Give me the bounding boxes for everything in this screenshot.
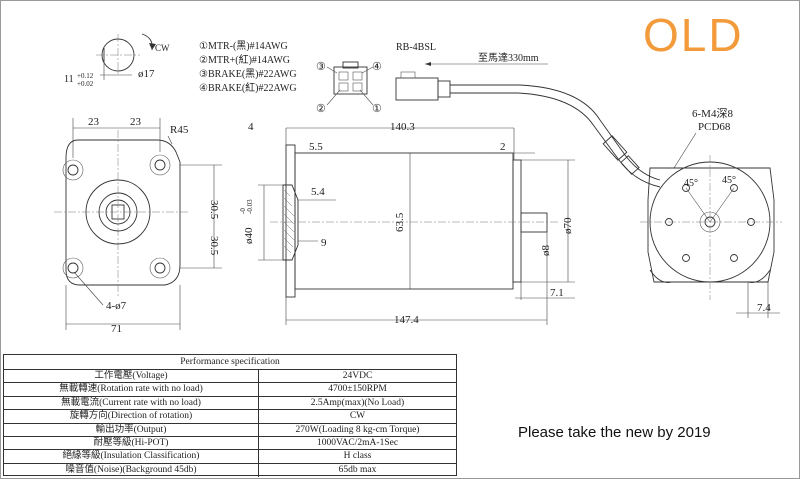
spec-value: 1000VAC/2mA-1Sec [316,437,399,448]
pilot-tol-lower: -0.03 [246,199,254,214]
wire-1: ①MTR-(黑)#14AWG [199,40,288,52]
spec-label: 輸出功率(Output) [4,423,259,436]
spec-label: 旋轉方向(Direction of rotation) [4,410,259,423]
spec-title: Performance specification [4,355,456,370]
spec-row: 噪音值(Noise)(Background 45db) 65db max [4,463,456,478]
body-dia: 63.5 [394,212,406,232]
shaft-tol-lower: +0.02 [77,80,94,88]
spec-label: 無載電流(Current rate with no load) [4,396,259,410]
spec-value: 24VDC [342,371,373,381]
connector-name: RB-4BSL [396,42,436,53]
spec-value: 65db max [338,464,377,475]
shaft-detail: CW ø17 11 +0.12 +0.02 [64,33,170,88]
front-view: 23 23 R45 30.5 30.5 4-ø7 71 [54,116,222,335]
spec-value: 2.5Amp(max)(No Load) [310,397,405,408]
spec-value: 4700±150RPM [328,384,387,395]
spec-row: 工作電壓(Voltage) 24VDC [4,370,456,384]
shaft-dia: ø8 [540,245,552,257]
holes-label: 4-ø7 [106,300,127,312]
radius-label: R45 [170,124,189,136]
end-dia: ø70 [562,217,574,234]
pin-4: ④ [372,61,382,73]
connector-pinout: ③ ④ ② ① [316,61,382,115]
spec-row: 輸出功率(Output) 270W(Loading 8 kg-cm Torque) [4,423,456,437]
rotation-label: CW [155,43,170,53]
pin-3: ③ [316,61,326,73]
angle-a: 45° [684,178,698,189]
wire-4: ④BRAKE(紅)#22AWG [199,82,297,94]
shaft-dia-label: ø17 [138,68,155,80]
wire-2: ②MTR+(紅)#14AWG [199,54,290,66]
side-view: 4 140.3 5.5 2 5.4 9 ø40 -0 -0.03 63.5 ø8… [239,121,575,326]
replacement-notice: Please take the new by 2019 [518,424,711,441]
dim-5-4: 5.4 [311,186,325,198]
pilot-dia: ø40 [243,227,255,244]
rear-holes: 6-M4深8 [692,107,733,120]
dim-23b: 23 [130,116,142,128]
dim-2: 2 [500,141,506,153]
spec-label: 絕緣等級(Insulation Classification) [4,450,259,463]
wiring-legend: ①MTR-(黑)#14AWG ②MTR+(紅)#14AWG ③BRAKE(黑)#… [199,40,297,94]
length-140: 140.3 [390,121,415,133]
width-label: 71 [111,323,122,335]
rear-pcd: PCD68 [698,121,731,133]
dim-30-5b: 30.5 [208,236,220,256]
spec-value: 270W(Loading 8 kg-cm Torque) [295,424,420,435]
dim-7-4: 7.4 [757,302,771,314]
wire-3: ③BRAKE(黑)#22AWG [199,68,297,80]
angle-b: 45° [722,175,736,186]
total-length: 147.4 [394,314,419,326]
dim-5-5: 5.5 [309,141,323,153]
old-stamp: OLD [643,9,744,61]
spec-row: 耐壓等級(Hi-POT) 1000VAC/2mA-1Sec [4,436,456,451]
spec-label: 噪音值(Noise)(Background 45db) [4,463,259,478]
rear-view: 45° 45° 6-M4深8 PCD68 7.4 [640,107,782,318]
spec-value: CW [349,411,366,422]
spec-table: Performance specification 工作電壓(Voltage) 2… [3,354,457,478]
shaft-flat-label: 11 [64,74,74,85]
spec-value: H class [343,451,372,462]
spec-label: 無載轉速(Rotation rate with no load) [4,383,259,396]
pin-2: ② [316,103,326,115]
spec-row: 旋轉方向(Direction of rotation) CW [4,410,456,424]
cable-length: 至馬達330mm [478,52,539,64]
spec-row: 無載電流(Current rate with no load) 2.5Amp(ma… [4,396,456,411]
shaft-tol-upper: +0.12 [77,72,94,80]
dim-7-1: 7.1 [550,287,564,299]
dim-30-5a: 30.5 [208,200,220,220]
spec-label: 耐壓等級(Hi-POT) [4,436,259,450]
spec-label: 工作電壓(Voltage) [4,370,259,383]
cable-plug: RB-4BSL 至馬達330mm [395,42,661,188]
spec-row: 無載轉速(Rotation rate with no load) 4700±150… [4,383,456,397]
dim-23a: 23 [88,116,100,128]
pin-1: ① [372,103,382,115]
dim-4: 4 [248,121,254,133]
pilot-tol-upper: -0 [239,208,247,214]
spec-row: 絕緣等級(Insulation Classification) H class [4,450,456,464]
dim-9: 9 [321,237,327,249]
